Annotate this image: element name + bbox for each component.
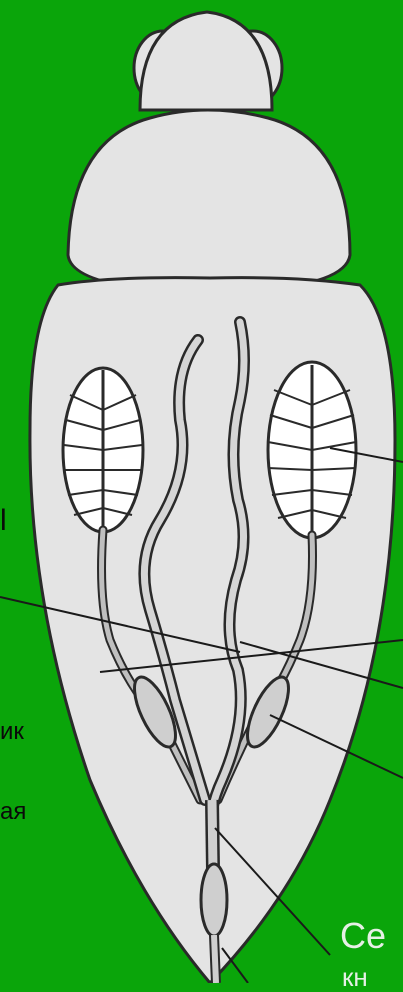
label-right-bottom: Се xyxy=(340,918,386,954)
pronotum xyxy=(68,110,350,292)
label-left-fragment-1: ик xyxy=(0,720,24,744)
label-right-bottom-cut: кн xyxy=(342,964,368,990)
ejaculatory-bulb xyxy=(201,864,227,936)
label-left-fragment-2: ая xyxy=(0,800,26,824)
head xyxy=(140,12,272,110)
accessory-gland-left xyxy=(63,368,143,532)
label-left-tiny: l xyxy=(0,506,7,536)
